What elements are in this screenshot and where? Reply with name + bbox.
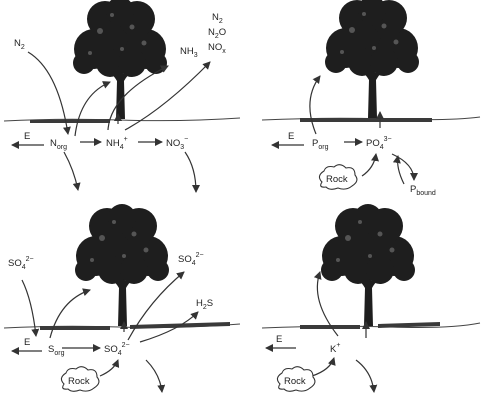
porg-label: Porg	[312, 138, 329, 151]
n-export-label: E	[24, 131, 30, 142]
root-mat	[300, 325, 360, 329]
arrow-so4-deposition	[21, 279, 40, 337]
arrow-po4-to-pbound	[391, 153, 418, 181]
tree-icon	[325, 0, 419, 118]
tree-icon	[75, 204, 169, 326]
nitrogen-cycle-panel: N2 NH3 N2 N2O NOx E Norg NH4+ NO3−	[3, 0, 241, 193]
so4-emission-label: SO42−	[178, 252, 204, 267]
norg-label: Norg	[50, 138, 67, 151]
arrow-norg-to-tree	[74, 81, 111, 137]
arrow-rock-to-so4	[99, 359, 120, 377]
tree-icon	[321, 204, 415, 326]
arrow-rock-to-k	[311, 357, 336, 377]
p-export-label: E	[288, 131, 294, 142]
arrow-no3-leaching	[184, 151, 200, 193]
potassium-cycle-panel: E K+ Rock	[261, 204, 481, 393]
arrow-so4-leaching	[145, 359, 166, 393]
nh3-label: NH3	[180, 46, 198, 59]
n2-label: N2	[14, 38, 25, 51]
arrow-sorg-to-tree	[49, 288, 91, 339]
pbound-label: Pbound	[410, 184, 436, 197]
arrow-n2-to-norg	[27, 51, 71, 135]
rock-label: Rock	[326, 174, 348, 185]
rock-label: Rock	[68, 376, 90, 387]
k-label: K+	[330, 342, 340, 355]
root-mat	[40, 326, 110, 330]
h2s-label: H2S	[196, 298, 213, 311]
arrow-norg-leaching	[63, 151, 81, 191]
arrow-so4-to-air	[127, 271, 185, 341]
arrow-pbound-to-po4	[392, 155, 405, 185]
gas-nox-label: NOx	[208, 42, 226, 55]
nh4-label: NH4+	[106, 136, 128, 151]
arrow-so4-to-h2s	[139, 311, 199, 343]
root-mat	[378, 322, 440, 328]
arrow-rock-to-po4	[361, 153, 379, 177]
sulfur-cycle-panel: SO42− SO42− H2S E Sorg SO42− Rock	[3, 204, 241, 393]
root-mat	[30, 119, 110, 123]
sorg-label: Sorg	[48, 344, 65, 357]
gas-n2-label: N2	[212, 12, 223, 25]
phosphorus-cycle-panel: E Porg PO43− Rock Pbound	[261, 0, 481, 197]
root-mat	[300, 118, 432, 122]
so4-deposition-label: SO42−	[8, 256, 34, 271]
po4-label: PO43−	[366, 136, 392, 151]
k-export-label: E	[276, 334, 282, 345]
arrow-k-to-tree	[313, 271, 339, 337]
s-export-label: E	[24, 337, 30, 348]
gas-n2o-label: N2O	[208, 27, 226, 40]
so4-soil-label: SO42−	[104, 342, 130, 357]
arrow-porg-to-tree	[309, 75, 321, 135]
arrow-k-leaching	[355, 359, 378, 393]
no3-label: NO3−	[166, 136, 188, 151]
arrow-no3-to-gases	[124, 61, 211, 131]
arrow-nh4-to-nh3	[107, 65, 169, 131]
rock-label: Rock	[284, 376, 306, 387]
